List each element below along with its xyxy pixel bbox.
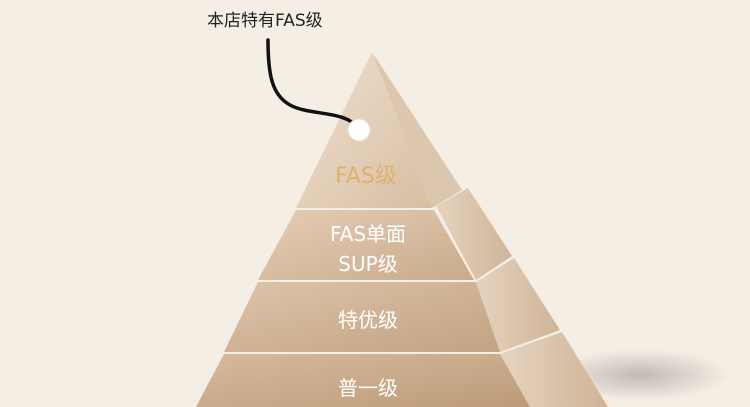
tier-2-side	[436, 188, 512, 280]
tier-1-side	[372, 52, 462, 208]
tier-2-label-line2: SUP级	[338, 252, 397, 276]
tier-2-face	[258, 210, 474, 280]
tier-3-face	[224, 282, 500, 352]
tier-2-label-line1: FAS单面	[330, 222, 406, 246]
callout-marker	[347, 118, 371, 142]
callout-text: 本店特有FAS级	[207, 11, 323, 31]
tier-1-label: FAS级	[335, 164, 397, 189]
tier-3-label: 特优级	[338, 308, 398, 332]
callout-line	[266, 38, 360, 130]
tier-4-side	[500, 332, 608, 407]
tier-4-label: 普一级	[338, 376, 398, 400]
tier-4-face	[196, 354, 530, 407]
tier-3-side	[476, 258, 560, 352]
